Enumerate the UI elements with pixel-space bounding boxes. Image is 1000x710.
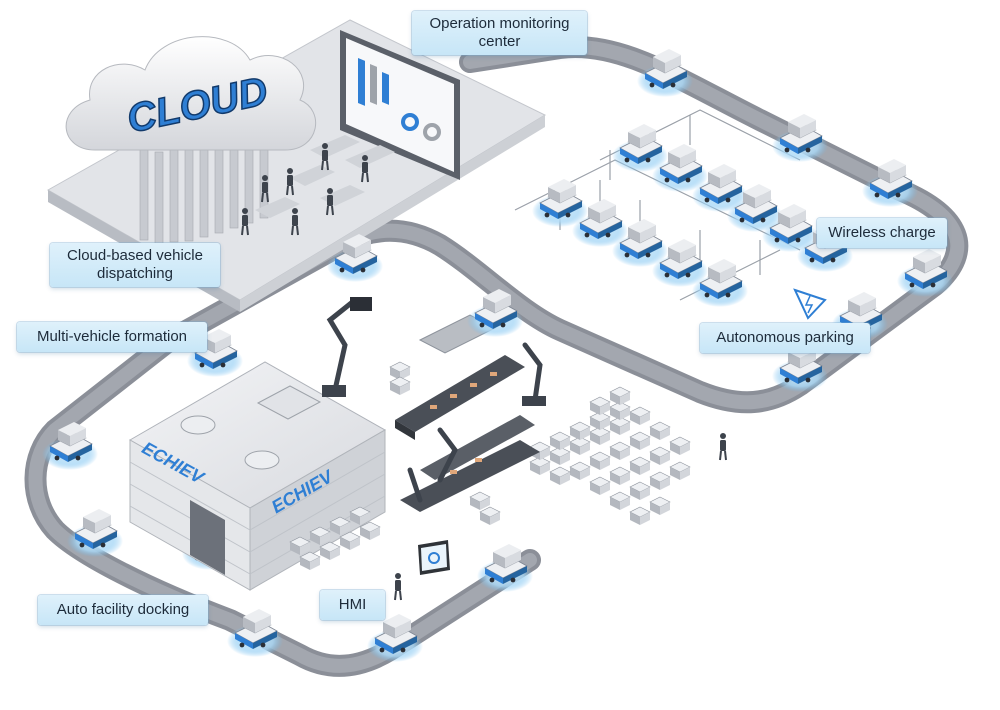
cloud-icon: CLOUD [65, 36, 316, 245]
label-auto-docking: Auto facility docking [38, 595, 208, 625]
monitor-screen-icon [340, 30, 460, 180]
label-autonomous-parking: Autonomous parking [700, 323, 870, 353]
echiev-building: ECHIEV ECHIEV [128, 361, 387, 591]
office-staff [241, 135, 395, 236]
robot-arm-icon [326, 297, 543, 503]
label-operation-monitoring: Operation monitoring center [412, 11, 587, 55]
hmi-tablet [418, 540, 450, 575]
label-wireless-charge: Wireless charge [817, 218, 947, 248]
label-multi-vehicle: Multi-vehicle formation [17, 322, 207, 352]
warehouse-box-grid [529, 386, 691, 526]
warning-triangle-icon [793, 288, 827, 320]
label-hmi: HMI [320, 590, 385, 620]
label-cloud-dispatching: Cloud-based vehicle dispatching [50, 243, 220, 287]
person-icon [394, 572, 402, 601]
person-icon [719, 432, 727, 461]
